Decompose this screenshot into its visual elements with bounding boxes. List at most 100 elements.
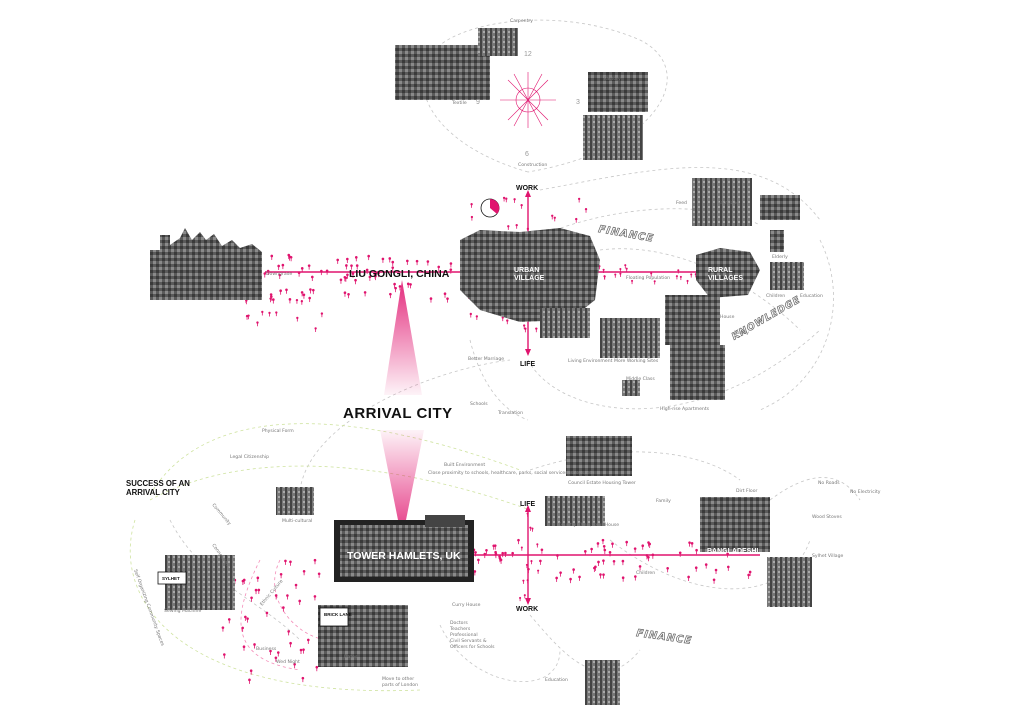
pin bbox=[485, 548, 488, 555]
pin bbox=[345, 264, 348, 270]
pin bbox=[593, 566, 596, 573]
bangladeshi-village-photo bbox=[700, 497, 770, 552]
pin bbox=[308, 296, 311, 303]
pin bbox=[624, 264, 627, 269]
pin bbox=[288, 298, 292, 304]
note-country-chair: Country Chair, Rear House bbox=[558, 522, 619, 528]
note-downgrade: Downgrade bbox=[266, 271, 293, 277]
pin bbox=[377, 271, 380, 278]
pin bbox=[263, 272, 267, 278]
note-lonely: Lonely bbox=[734, 330, 749, 336]
pin bbox=[443, 292, 447, 298]
pin bbox=[677, 269, 680, 274]
carpentry-label: Carpentry bbox=[510, 18, 533, 24]
pin bbox=[666, 566, 669, 573]
pin bbox=[687, 575, 690, 581]
note-family: Family bbox=[656, 498, 671, 504]
pin bbox=[650, 272, 653, 277]
pin bbox=[540, 548, 544, 554]
pin bbox=[498, 556, 502, 563]
pin bbox=[339, 278, 343, 284]
china-label: LIU GONGLI, CHINA bbox=[349, 268, 450, 280]
pin bbox=[311, 275, 314, 281]
pin bbox=[603, 548, 607, 555]
pin bbox=[241, 626, 244, 632]
finance-bottom-word: FINANCE bbox=[636, 628, 693, 647]
pin bbox=[281, 263, 285, 270]
pin bbox=[354, 256, 358, 262]
pin bbox=[469, 312, 472, 318]
pin bbox=[254, 588, 258, 595]
pin bbox=[300, 267, 304, 273]
pin bbox=[398, 285, 402, 291]
pin bbox=[535, 327, 538, 333]
pin bbox=[474, 551, 477, 557]
pin bbox=[559, 571, 562, 577]
pin bbox=[272, 298, 275, 304]
note-officers: Officers for Schools bbox=[450, 644, 495, 650]
pin bbox=[688, 541, 691, 547]
pin bbox=[277, 264, 280, 270]
pin bbox=[246, 617, 249, 623]
pin bbox=[343, 276, 347, 282]
note-close-proximity: Close proximity to schools, healthcare, … bbox=[428, 470, 594, 476]
sylhet-sign-text: SYLHET bbox=[162, 576, 180, 581]
pin bbox=[483, 552, 487, 559]
label-line: ARRIVAL CITY bbox=[126, 488, 181, 497]
pin bbox=[346, 257, 349, 264]
pin bbox=[569, 577, 572, 584]
pin bbox=[694, 566, 698, 572]
note-education: Education bbox=[800, 293, 823, 299]
graduate-photo bbox=[585, 660, 620, 705]
village-hut-photo bbox=[767, 557, 812, 607]
pin bbox=[537, 569, 540, 574]
pin bbox=[301, 676, 305, 683]
pin bbox=[244, 615, 247, 621]
pin bbox=[298, 599, 302, 605]
pin bbox=[346, 273, 349, 279]
pin bbox=[612, 560, 616, 566]
note-education-uk: Education bbox=[545, 677, 568, 683]
council-estate-photo bbox=[566, 436, 632, 476]
note-children-uk: Children bbox=[636, 570, 655, 576]
pin bbox=[686, 279, 689, 285]
pin bbox=[307, 264, 311, 270]
pin bbox=[529, 526, 532, 531]
pin bbox=[515, 223, 518, 229]
pin bbox=[645, 554, 649, 560]
pin bbox=[511, 551, 514, 558]
pin bbox=[519, 596, 522, 602]
note-more-working-sites: More Working Sites bbox=[614, 358, 659, 364]
pin bbox=[524, 327, 527, 333]
pin bbox=[726, 552, 729, 558]
pin bbox=[602, 559, 605, 565]
pin bbox=[517, 538, 520, 545]
dashed-connectors bbox=[129, 19, 861, 692]
pin bbox=[276, 651, 280, 657]
pin bbox=[599, 573, 602, 579]
pin bbox=[621, 576, 625, 582]
life-top-label: LIFE bbox=[520, 361, 535, 368]
pin bbox=[551, 214, 554, 220]
textile-label: Textile bbox=[451, 100, 467, 106]
pin bbox=[602, 573, 605, 579]
pin bbox=[302, 569, 306, 576]
pin bbox=[317, 572, 321, 578]
label-line: VILLAGE bbox=[707, 556, 738, 563]
work-bottom-label: WORK bbox=[516, 606, 538, 613]
pin bbox=[590, 547, 593, 553]
pin bbox=[530, 560, 533, 565]
factory-photo bbox=[588, 72, 648, 112]
pin bbox=[248, 678, 251, 684]
construction-photo bbox=[583, 115, 643, 160]
uk-label: TOWER HAMLETS, UK bbox=[347, 550, 461, 562]
label-line: SUCCESS OF AN bbox=[126, 479, 190, 488]
pin bbox=[555, 576, 558, 582]
pin bbox=[572, 568, 575, 574]
work-top-label: WORK bbox=[516, 185, 538, 192]
pin bbox=[221, 626, 225, 632]
pin bbox=[619, 268, 622, 273]
label-line: URBAN bbox=[514, 267, 539, 274]
